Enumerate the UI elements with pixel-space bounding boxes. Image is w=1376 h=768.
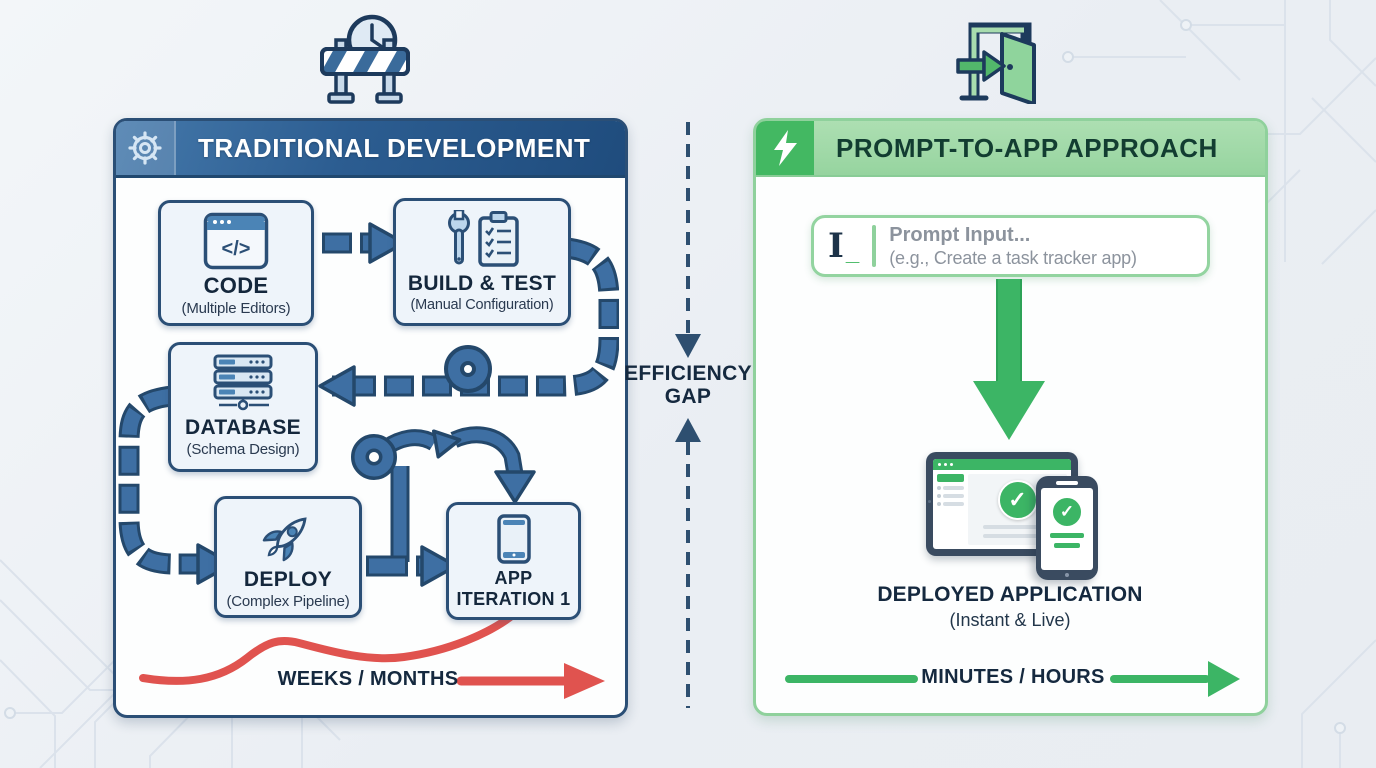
tablet-app-toolbar xyxy=(933,459,1071,470)
lightning-bolt-icon xyxy=(756,121,814,175)
gear-icon xyxy=(116,121,176,175)
phone-device: ✓ xyxy=(1036,476,1098,580)
prompt-placeholder: Prompt Input... xyxy=(889,223,1031,246)
deployed-devices-illustration: ✓ ✓ xyxy=(926,449,1111,583)
prompt-flow-area: I _ Prompt Input... (e.g., Create a task… xyxy=(756,177,1265,709)
minutes-line-right xyxy=(1110,675,1210,683)
database-servers-icon xyxy=(213,354,273,411)
step-subtitle: (Multiple Editors) xyxy=(181,300,291,318)
deployed-application-subtitle: (Instant & Live) xyxy=(949,610,1071,630)
weeks-months-label: WEEKS / MONTHS xyxy=(277,668,459,690)
open-door-arrow-icon xyxy=(956,22,1036,104)
rocket-icon xyxy=(262,517,307,562)
step-build-test: BUILD & TEST (Manual Configuration) xyxy=(393,198,571,326)
tablet-device: ✓ xyxy=(926,452,1078,556)
text-cursor-icon: I _ xyxy=(828,225,860,266)
minutes-hours-label: MINUTES / HOURS xyxy=(921,666,1105,688)
phone-speaker xyxy=(1056,481,1078,485)
tablet-side-button xyxy=(928,500,931,503)
mobile-phone-icon xyxy=(496,514,531,564)
step-subtitle: (Complex Pipeline) xyxy=(226,593,350,611)
efficiency-gap-divider xyxy=(675,122,701,708)
step-title: CODE xyxy=(203,273,269,298)
prompt-panel-header: PROMPT-TO-APP APPROACH xyxy=(756,121,1265,177)
tablet-app-sidebar xyxy=(937,474,964,545)
roadblock-clock-icon xyxy=(320,14,410,104)
minutes-line-left xyxy=(785,675,918,683)
phone-screen: ✓ xyxy=(1041,488,1093,570)
deployed-application-title: DEPLOYED APPLICATION xyxy=(877,583,1143,606)
wrench-checklist-icon xyxy=(448,210,519,267)
checkmark-icon: ✓ xyxy=(1051,496,1083,528)
prompt-text: Prompt Input... (e.g., Create a task tra… xyxy=(889,223,1137,270)
traditional-flow-area: </> CODE (Multiple Editors) xyxy=(116,178,625,712)
step-subtitle: (Schema Design) xyxy=(186,441,300,459)
cursor-underscore: _ xyxy=(845,238,860,266)
step-subtitle: (Manual Configuration) xyxy=(410,297,554,314)
step-code: </> CODE (Multiple Editors) xyxy=(158,200,314,326)
down-arrow-head xyxy=(973,381,1045,440)
phone-home-button xyxy=(1065,573,1069,577)
svg-text:</>: </> xyxy=(222,238,251,260)
code-editor-icon: </> xyxy=(203,212,269,270)
step-title: DEPLOY xyxy=(243,568,333,591)
step-database: DATABASE (Schema Design) xyxy=(168,342,318,472)
minutes-arrow-head xyxy=(1208,661,1240,697)
efficiency-gap-line2: GAP xyxy=(664,385,712,408)
prompt-divider xyxy=(872,225,877,267)
traditional-flow-arrows xyxy=(118,222,619,699)
cursor-ibeam: I xyxy=(828,225,844,266)
prompt-input-box: I _ Prompt Input... (e.g., Create a task… xyxy=(811,215,1210,277)
phone-content-line xyxy=(1054,543,1080,548)
efficiency-gap-label: EFFICIENCY GAP xyxy=(613,362,763,408)
efficiency-gap-line1: EFFICIENCY xyxy=(624,362,752,385)
step-title: BUILD & TEST xyxy=(407,272,557,295)
prompt-example: (e.g., Create a task tracker app) xyxy=(889,247,1137,268)
traditional-panel-title: TRADITIONAL DEVELOPMENT xyxy=(198,132,591,163)
step-title: APP ITERATION 1 xyxy=(456,568,571,609)
step-deploy: DEPLOY (Complex Pipeline) xyxy=(214,496,362,618)
prompt-panel-title: PROMPT-TO-APP APPROACH xyxy=(836,132,1218,163)
traditional-panel-header: TRADITIONAL DEVELOPMENT xyxy=(116,121,625,178)
down-arrow-shaft xyxy=(996,279,1022,383)
prompt-to-app-panel: PROMPT-TO-APP APPROACH I _ Prompt Input.… xyxy=(753,118,1268,716)
checkmark-icon: ✓ xyxy=(997,480,1038,520)
traditional-development-panel: TRADITIONAL DEVELOPMENT xyxy=(113,118,628,718)
step-title: DATABASE xyxy=(185,416,301,439)
phone-content-line xyxy=(1050,533,1084,538)
step-app-iteration: APP ITERATION 1 xyxy=(446,502,581,620)
